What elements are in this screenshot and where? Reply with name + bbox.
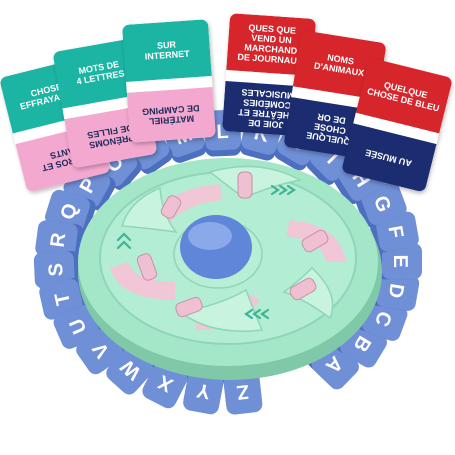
- card-top-panel: SUR INTERNET: [121, 19, 212, 82]
- card-top-text: SUR INTERNET: [144, 39, 191, 62]
- question-card-3[interactable]: SUR INTERNET MATÉRIEL DE CAMPING: [121, 19, 217, 143]
- letter-tile-label: G: [369, 193, 395, 215]
- board-track-left: [110, 262, 175, 300]
- game-board: [78, 158, 382, 380]
- board-levers: [136, 171, 329, 318]
- letter-tile-r[interactable]: R: [34, 219, 84, 261]
- letter-tile-label: S: [45, 263, 68, 277]
- letter-tile-label: Q: [57, 201, 83, 222]
- card-top-text: QUELQUE CHOSE DE BLEU: [366, 80, 441, 114]
- card-top-text: MOTS DE 4 LETTRES: [75, 59, 126, 87]
- card-bottom-text: AU MUSÉE: [364, 147, 413, 169]
- letter-tile-label: Z: [235, 380, 250, 403]
- board-arrows: [116, 184, 296, 320]
- letter-tile-label: E: [389, 255, 411, 268]
- card-bottom-panel: MATÉRIEL DE CAMPING: [126, 87, 217, 143]
- center-dome-highlight: [188, 222, 232, 250]
- letter-tile-d[interactable]: D: [369, 269, 420, 312]
- letter-tile-label: D: [384, 282, 408, 300]
- letter-tile-label: Y: [194, 379, 212, 403]
- card-top-text: NOMS D'ANIMAUX: [313, 52, 365, 79]
- letter-tile-e[interactable]: E: [375, 243, 423, 280]
- letter-tile-label: R: [47, 231, 71, 249]
- board-arm-top: [208, 165, 303, 199]
- board-arm-bottom: [178, 288, 264, 332]
- letter-tile-label: C: [370, 308, 396, 329]
- letter-tile-label: T: [51, 290, 75, 307]
- card-bottom-text: MATÉRIEL DE CAMPING: [141, 103, 201, 127]
- letter-tile-label: F: [383, 224, 407, 240]
